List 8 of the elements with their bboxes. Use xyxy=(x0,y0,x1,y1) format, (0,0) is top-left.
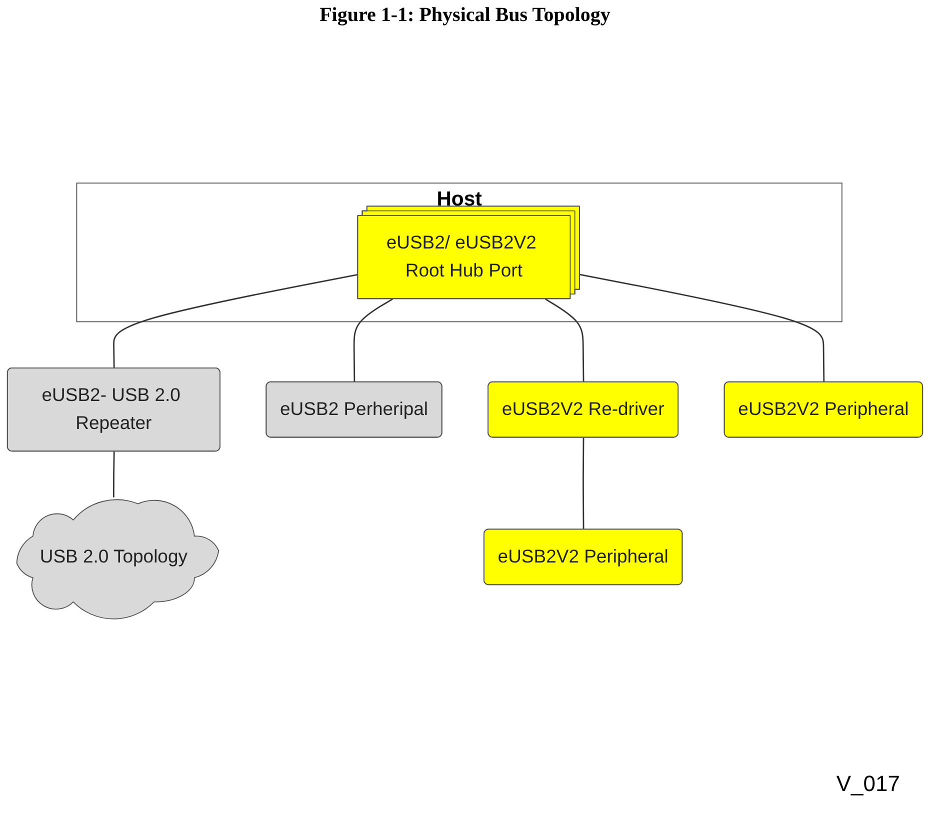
connector xyxy=(580,274,825,382)
version-label: V_017 xyxy=(836,771,900,796)
connector xyxy=(545,298,584,382)
figure-title: Figure 1-1: Physical Bus Topology xyxy=(318,4,612,27)
connector xyxy=(112,452,115,498)
connector xyxy=(113,274,358,368)
connector xyxy=(582,438,584,530)
connector xyxy=(353,298,393,382)
